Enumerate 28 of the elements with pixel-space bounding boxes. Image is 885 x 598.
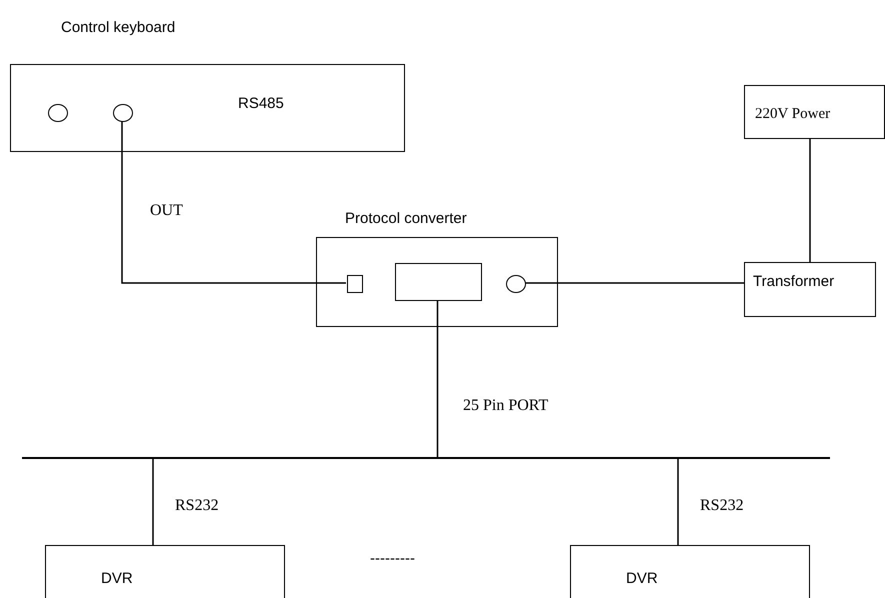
dvr-box: [570, 545, 810, 598]
port-circle: [506, 275, 526, 293]
port-label: RS485: [238, 95, 284, 113]
port-circle: [113, 104, 133, 122]
connector-line: [121, 121, 346, 284]
edge-label: OUT: [150, 202, 183, 220]
power-box: [744, 85, 885, 139]
port-connector: [395, 263, 482, 301]
transformer-box: [744, 262, 876, 317]
connector-line: [436, 300, 438, 457]
device-heading: Control keyboard: [61, 19, 176, 37]
device-label: DVR: [101, 570, 133, 588]
connector-line: [677, 459, 679, 545]
connector-line: [152, 459, 154, 545]
connector-line: [809, 139, 811, 262]
dvr-box: [45, 545, 285, 598]
device-heading: Protocol converter: [345, 210, 467, 228]
edge-label: 25 Pin PORT: [463, 397, 548, 415]
device-label: DVR: [626, 570, 658, 588]
bus-line: [22, 457, 830, 459]
ellipsis-dashes: ---------: [370, 550, 415, 568]
edge-label: RS232: [175, 497, 219, 515]
device-label: Transformer: [753, 273, 834, 291]
port-square: [347, 275, 363, 293]
connector-line: [525, 282, 744, 284]
edge-label: RS232: [700, 497, 744, 515]
port-circle: [48, 104, 68, 122]
power-label: 220V Power: [755, 105, 830, 123]
